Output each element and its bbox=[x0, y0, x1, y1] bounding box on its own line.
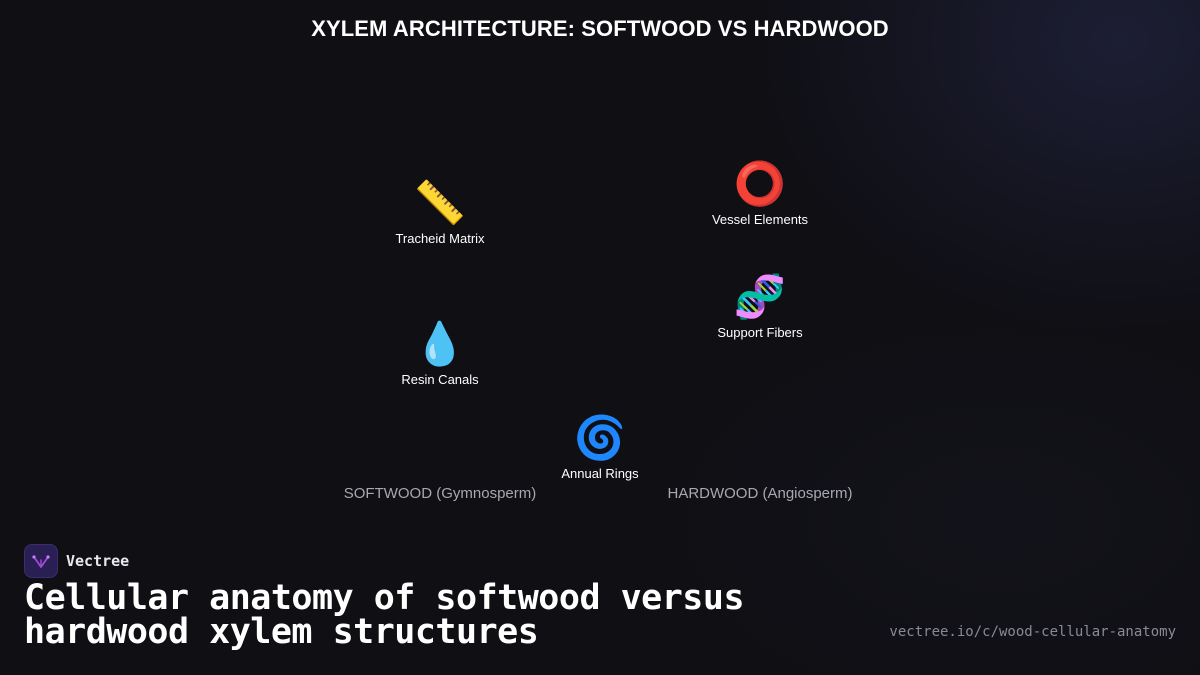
vectree-logo-icon bbox=[24, 544, 58, 578]
circle-icon: ⭕ bbox=[733, 160, 787, 207]
node-label: Vessel Elements bbox=[711, 212, 809, 227]
node-support-fibers: 🧬 Support Fibers bbox=[680, 273, 840, 340]
node-label: Support Fibers bbox=[717, 325, 803, 340]
ruler-icon: 📏 bbox=[413, 179, 467, 226]
group-label-hardwood: HARDWOOD (Angiosperm) bbox=[667, 485, 853, 502]
cyclone-icon: 🌀 bbox=[573, 414, 627, 461]
brand: Vectree bbox=[24, 544, 129, 578]
headline: Cellular anatomy of softwood versus hard… bbox=[24, 578, 745, 652]
node-label: Resin Canals bbox=[401, 372, 479, 387]
node-label: Annual Rings bbox=[561, 466, 639, 481]
node-resin-canals: 💧 Resin Canals bbox=[360, 320, 520, 387]
node-tracheid-matrix: 📏 Tracheid Matrix bbox=[360, 179, 520, 246]
node-annual-rings: 🌀 Annual Rings bbox=[520, 414, 680, 481]
brand-name: Vectree bbox=[66, 552, 130, 570]
droplet-icon: 💧 bbox=[413, 320, 467, 367]
node-label: Tracheid Matrix bbox=[395, 231, 485, 246]
group-label-softwood: SOFTWOOD (Gymnosperm) bbox=[343, 485, 537, 502]
source-url: vectree.io/c/wood-cellular-anatomy bbox=[889, 624, 1176, 640]
node-vessel-elements: ⭕ Vessel Elements bbox=[680, 160, 840, 227]
dna-icon: 🧬 bbox=[733, 273, 787, 320]
diagram-title: XYLEM ARCHITECTURE: SOFTWOOD VS HARDWOOD bbox=[311, 16, 889, 41]
